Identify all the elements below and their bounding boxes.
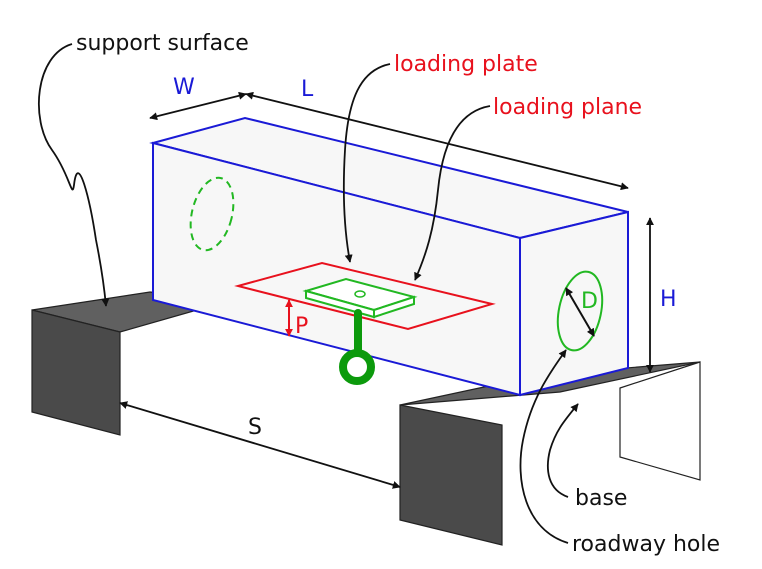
loading-plate-side [373, 295, 415, 319]
width-label: W [173, 75, 195, 100]
diameter-arrow [565, 287, 595, 337]
base-leader [546, 403, 579, 498]
loading-plane-label: loading plane [493, 95, 642, 120]
hook [339, 309, 375, 385]
diameter-label: D [581, 289, 598, 314]
penetration-label: P [295, 314, 308, 339]
right-support-front [399, 404, 503, 546]
span-label: S [248, 415, 262, 440]
right-support-back-face [619, 361, 701, 481]
roadway-hole-label: roadway hole [572, 532, 720, 557]
height-label: H [660, 287, 677, 312]
roadway-hole-leader [519, 349, 569, 544]
loading-plate-hole [354, 290, 366, 298]
loading-plane-leader [414, 105, 491, 281]
hidden-hole-outline [189, 176, 235, 252]
length-arrow [245, 91, 629, 191]
roadway-hole-ellipse [556, 270, 604, 352]
loading-plate-leader [342, 63, 391, 263]
width-arrow [149, 91, 247, 121]
length-label: L [301, 77, 314, 102]
support-surface-label: support surface [76, 31, 249, 56]
loading-plane [234, 261, 496, 331]
span-arrow [119, 401, 401, 489]
support-surface-leader [38, 43, 110, 307]
left-support-front [31, 309, 121, 436]
concrete-block [149, 116, 629, 397]
base-label: base [575, 486, 627, 511]
loading-plate-label: loading plate [394, 52, 538, 77]
